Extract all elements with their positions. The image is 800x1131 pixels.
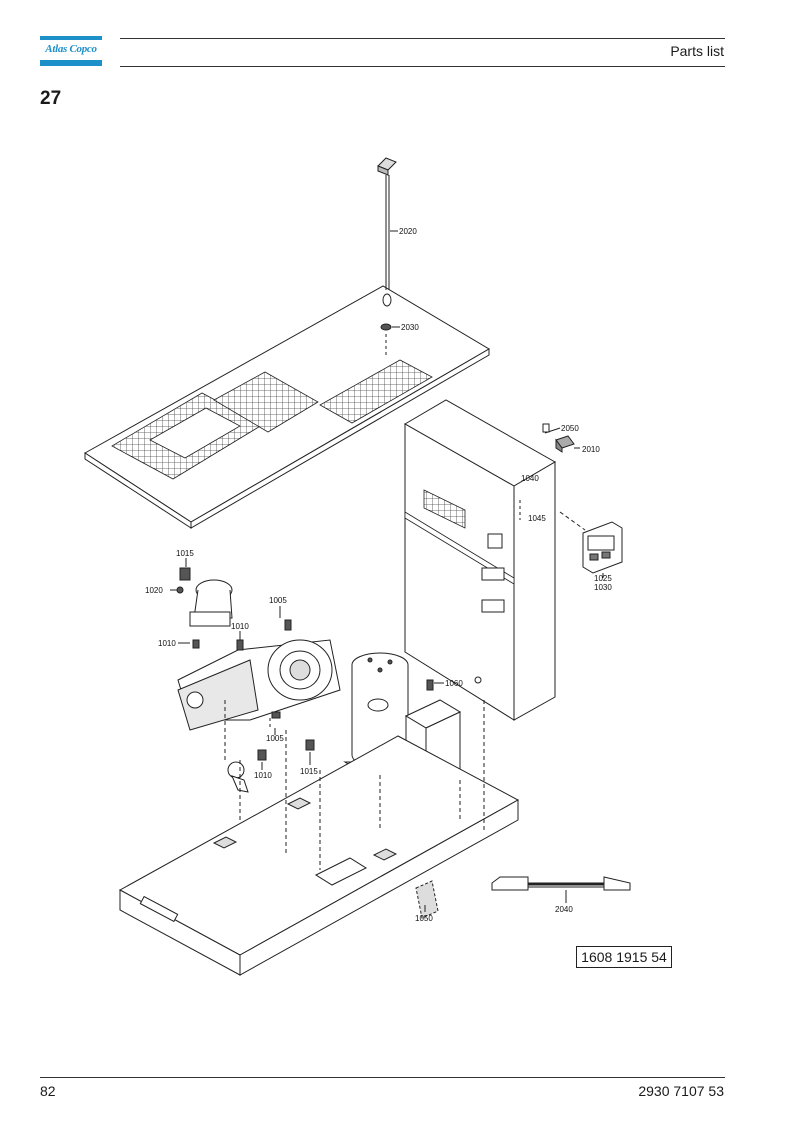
header-rule-bottom — [120, 66, 725, 67]
base-frame — [118, 700, 520, 976]
callout-1040: 1040 — [521, 474, 539, 483]
cabinet-panel — [403, 399, 557, 721]
callout-1005-top: 1005 — [269, 596, 287, 605]
compressor-assembly — [176, 567, 341, 793]
drawing-number: 1608 1915 54 — [576, 946, 672, 968]
callout-2020: 2020 — [399, 227, 417, 236]
callout-1060: 1060 — [445, 679, 463, 688]
callout-1050: 1050 — [415, 914, 433, 923]
cable-part — [491, 876, 631, 891]
callout-1020: 1020 — [145, 586, 163, 595]
roof-grille-mid — [213, 371, 319, 433]
callout-1025: 1025 — [594, 574, 612, 583]
roof-grille-right — [319, 359, 433, 424]
logo-text: Atlas Copco — [45, 43, 97, 55]
callout-1030: 1030 — [594, 583, 612, 592]
callout-2010: 2010 — [582, 445, 600, 454]
cabinet-vent — [423, 489, 466, 529]
connector-part-2010 — [555, 435, 575, 453]
document-number: 2930 7107 53 — [638, 1083, 724, 1099]
callout-2050: 2050 — [561, 424, 579, 433]
controller-display-part — [582, 521, 623, 574]
header-title: Parts list — [670, 43, 724, 59]
callout-1010-left: 1010 — [158, 639, 176, 648]
callout-1010-bottom: 1010 — [254, 771, 272, 780]
section-number: 27 — [40, 88, 62, 109]
callout-2030: 2030 — [401, 323, 419, 332]
atlas-copco-logo: Atlas Copco — [40, 36, 102, 66]
antenna-part — [377, 157, 397, 358]
roof-panel — [84, 285, 490, 529]
callout-1015-top: 1015 — [176, 549, 194, 558]
page-number: 82 — [40, 1083, 56, 1099]
callout-1045: 1045 — [528, 514, 546, 523]
callout-2040: 2040 — [555, 905, 573, 914]
footer-rule — [40, 1077, 725, 1078]
logo-bottom-bar — [40, 60, 102, 66]
logo-top-bar — [40, 36, 102, 40]
callout-1015-bottom: 1015 — [300, 767, 318, 776]
header-rule-top — [120, 38, 725, 39]
callout-1005-bottom: 1005 — [266, 734, 284, 743]
callout-1010-mid: 1010 — [231, 622, 249, 631]
